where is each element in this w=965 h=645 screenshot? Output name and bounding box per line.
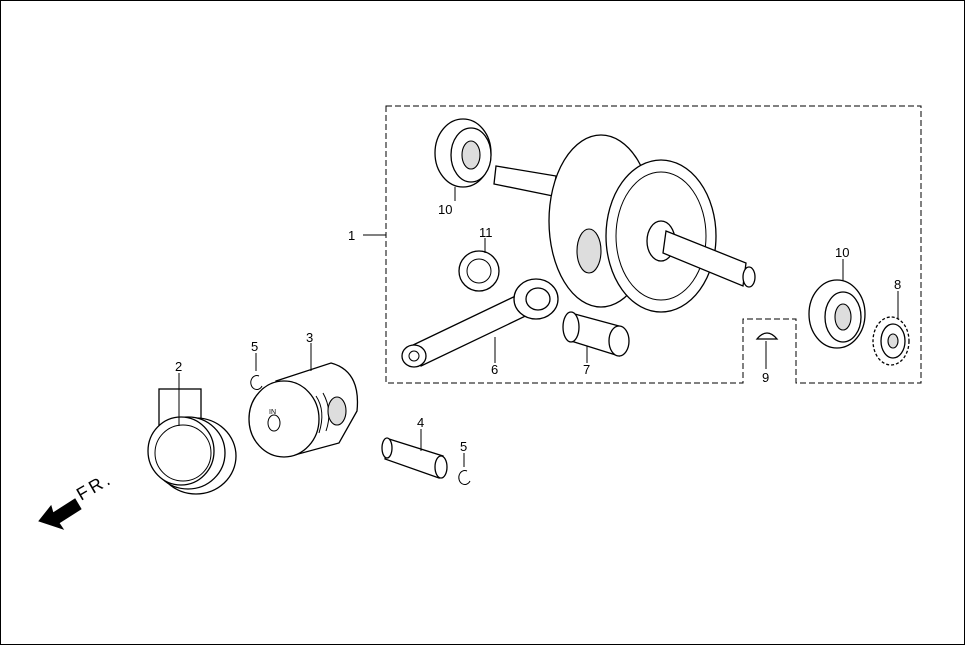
label-3: 3	[306, 330, 313, 345]
label-9: 9	[762, 370, 769, 385]
piston-ring-set: 2	[147, 359, 237, 495]
label-10-right: 10	[835, 245, 849, 260]
assembly-boundary	[385, 105, 922, 384]
crank-pin: 7	[562, 311, 630, 377]
connecting-rod: 6	[401, 278, 559, 377]
piston-pin: 4	[381, 415, 448, 479]
piston: IN 3	[248, 330, 359, 458]
bearing-right: 10	[808, 245, 866, 349]
label-2: 2	[175, 359, 182, 374]
label-8: 8	[894, 277, 901, 292]
needle-bearing: 11	[458, 225, 500, 292]
clip-a: 5	[250, 339, 263, 390]
bearing-left: 10	[434, 118, 492, 217]
clip-b: 5	[458, 439, 471, 485]
front-arrow-icon	[38, 498, 82, 530]
label-6: 6	[491, 362, 498, 377]
label-11: 11	[479, 225, 493, 240]
woodruff-key: 9	[755, 332, 779, 385]
piston-in-mark: IN	[269, 409, 276, 416]
label-5-a: 5	[251, 339, 258, 354]
label-7: 7	[583, 362, 590, 377]
label-1: 1	[348, 228, 355, 243]
sprocket: 8	[872, 277, 910, 366]
label-5-b: 5	[460, 439, 467, 454]
label-4: 4	[417, 415, 424, 430]
label-10-left: 10	[438, 202, 452, 217]
crankshaft	[493, 134, 756, 313]
front-label: FR.	[73, 468, 116, 504]
